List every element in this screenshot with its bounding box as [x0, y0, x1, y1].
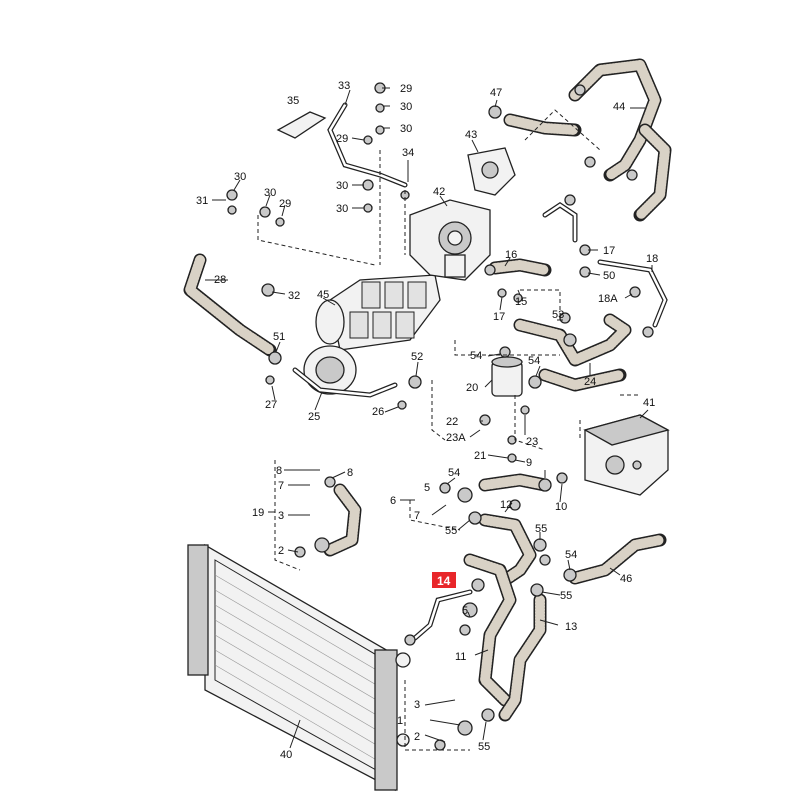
auxiliary-pump	[491, 356, 523, 397]
label-18: 18	[646, 253, 658, 265]
label-54: 54	[470, 350, 482, 362]
label-55: 55	[478, 741, 490, 753]
thermostat-housing	[467, 147, 516, 196]
highlight-box	[432, 572, 456, 588]
label-8: 8	[347, 467, 353, 479]
label-32: 32	[288, 290, 300, 302]
label-12: 12	[500, 499, 512, 511]
label-11: 11	[455, 651, 466, 663]
highlight-label: 14	[437, 574, 451, 588]
label-30: 30	[400, 123, 412, 135]
label-55: 55	[560, 590, 572, 602]
label-3: 3	[278, 510, 284, 522]
label-34: 34	[402, 147, 414, 159]
label-18A: 18A	[598, 293, 618, 305]
highlighted-part-14[interactable]: 14	[432, 572, 456, 588]
label-26: 26	[372, 406, 384, 418]
label-23: 23	[526, 436, 538, 448]
label-27: 27	[265, 399, 277, 411]
label-8: 8	[276, 465, 282, 477]
label-23A: 23A	[446, 432, 466, 444]
hoses	[183, 58, 672, 722]
group-outlines	[257, 109, 640, 751]
label-9: 9	[526, 457, 532, 469]
label-45: 45	[317, 289, 329, 301]
label-55: 55	[445, 525, 457, 537]
label-2: 2	[278, 545, 284, 557]
label-28: 28	[214, 274, 226, 286]
turbocharger-manifold	[303, 274, 441, 395]
label-44: 44	[613, 101, 625, 113]
label-54: 54	[528, 355, 540, 367]
label-43: 43	[465, 129, 477, 141]
label-30: 30	[264, 187, 276, 199]
label-31: 31	[196, 195, 208, 207]
coolant-pump	[409, 199, 491, 281]
label-54: 54	[565, 549, 577, 561]
label-15: 15	[515, 296, 527, 308]
label-47: 47	[490, 87, 502, 99]
label-5: 5	[462, 605, 468, 617]
radiator	[187, 543, 411, 792]
label-46: 46	[620, 573, 632, 585]
label-19: 19	[252, 507, 264, 519]
clamps	[226, 82, 654, 751]
label-41: 41	[643, 397, 655, 409]
label-10: 10	[555, 501, 567, 513]
label-20: 20	[466, 382, 478, 394]
label-54: 54	[448, 467, 460, 479]
label-29: 29	[336, 133, 348, 145]
label-40: 40	[280, 749, 292, 761]
label-2: 2	[414, 731, 420, 743]
label-33: 33	[338, 80, 350, 92]
label-50: 50	[603, 270, 615, 282]
label-51: 51	[273, 331, 285, 343]
expansion-tank	[583, 414, 670, 496]
label-17: 17	[493, 311, 505, 323]
label-17: 17	[603, 245, 615, 257]
label-7: 7	[414, 510, 420, 522]
label-53: 53	[552, 309, 564, 321]
label-30: 30	[336, 203, 348, 215]
label-24: 24	[584, 376, 596, 388]
pipes	[292, 102, 668, 641]
label-55: 55	[535, 523, 547, 535]
label-30: 30	[336, 180, 348, 192]
cover-35	[276, 111, 327, 139]
label-29: 29	[400, 83, 412, 95]
label-30: 30	[400, 101, 412, 113]
label-16: 16	[505, 249, 517, 261]
leader-lines	[205, 87, 653, 749]
label-52: 52	[411, 351, 423, 363]
label-3: 3	[414, 699, 420, 711]
label-21: 21	[474, 450, 486, 462]
label-5: 5	[424, 482, 430, 494]
label-29: 29	[279, 198, 291, 210]
label-30: 30	[234, 171, 246, 183]
label-13: 13	[565, 621, 577, 633]
label-42: 42	[433, 186, 445, 198]
label-7: 7	[278, 480, 284, 492]
label-35: 35	[287, 95, 299, 107]
label-25: 25	[308, 411, 320, 423]
label-22: 22	[446, 416, 458, 428]
label-1: 1	[397, 715, 403, 727]
part-labels: 33 35 29 30 30 29 34 30 30 30 31 30 29 2…	[196, 80, 658, 761]
label-6: 6	[390, 495, 396, 507]
